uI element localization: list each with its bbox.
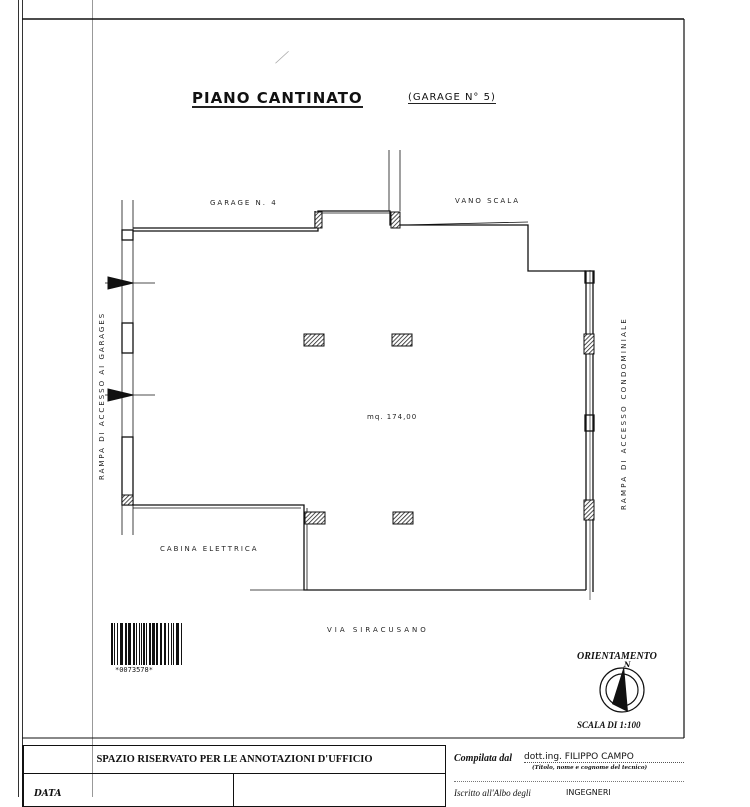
office-box: SPAZIO RISERVATO PER LE ANNOTAZIONI D'UF… (22, 745, 446, 807)
office-header: SPAZIO RISERVATO PER LE ANNOTAZIONI D'UF… (24, 746, 445, 774)
dotted-line (454, 781, 684, 782)
label-area: mq. 174,00 (367, 413, 418, 421)
barcode-bar (149, 623, 151, 665)
barcode-number: *0073578* (115, 666, 153, 674)
barcode-bar (139, 623, 140, 665)
barcode-bar (120, 623, 123, 665)
pillar (314, 211, 323, 229)
barcode (111, 623, 182, 665)
barcode-bar (125, 623, 127, 665)
pillar (583, 333, 595, 355)
margin-line (22, 0, 23, 797)
pencil-mark: ⟋ (275, 48, 287, 67)
barcode-bar (117, 623, 118, 665)
drawing-title: PIANO CANTINATO (192, 89, 363, 108)
label-garage-4: GARAGE N. 4 (210, 199, 278, 207)
pillars (121, 211, 595, 525)
pillar (304, 511, 326, 525)
barcode-bar (181, 623, 182, 665)
pillar (583, 499, 595, 521)
north-label: N (624, 660, 631, 669)
barcode-bar (114, 623, 115, 665)
label-vano-scala: VANO SCALA (455, 197, 521, 205)
guide-line (92, 0, 93, 797)
orientation-label: ORIENTAMENTO (577, 651, 657, 662)
compilata-label: Compilata dal (454, 753, 513, 764)
label-rampa-garages: RAMPA DI ACCESSO AI GARAGES (98, 311, 106, 480)
label-rampa-condominiale: RAMPA DI ACCESSO CONDOMINIALE (620, 316, 628, 510)
compass-icon (599, 666, 645, 713)
barcode-bar (168, 623, 169, 665)
pillar (303, 333, 325, 347)
barcode-bar (160, 623, 162, 665)
data-label: DATA (34, 789, 62, 799)
margin-line (18, 0, 19, 797)
pillar (392, 511, 414, 525)
barcode-bar (156, 623, 158, 665)
barcode-bar (111, 623, 113, 665)
label-street: VIA SIRACUSANO (327, 626, 429, 634)
barcode-bar (141, 623, 142, 665)
label-cabina: CABINA ELETTRICA (160, 545, 259, 553)
barcode-bar (173, 623, 174, 665)
sheet-frame (22, 18, 685, 739)
barcode-bar (152, 623, 155, 665)
barcode-bar (146, 623, 147, 665)
pillar (391, 333, 413, 347)
scale-label: SCALA DI 1:100 (577, 720, 641, 730)
pillar (121, 494, 134, 506)
compilata-hint: (Titolo, nome e cognome del tecnico) (532, 765, 648, 771)
barcode-bar (164, 623, 166, 665)
iscritto-field[interactable]: INGEGNERI (566, 788, 611, 797)
barcode-bar (136, 623, 137, 665)
barcode-bar (133, 623, 135, 665)
barcode-bar (176, 623, 179, 665)
iscritto-label: Iscritto all'Albo degli (454, 788, 531, 798)
compilata-field[interactable]: dott.ing. FILIPPO CAMPO (524, 752, 684, 763)
pillar (390, 211, 401, 229)
entry-arrow-icon (105, 276, 155, 402)
barcode-bar (143, 623, 145, 665)
walls (121, 150, 595, 600)
drawing-subtitle: (GARAGE N° 5) (408, 92, 496, 104)
barcode-bar (171, 623, 172, 665)
barcode-bar (128, 623, 131, 665)
